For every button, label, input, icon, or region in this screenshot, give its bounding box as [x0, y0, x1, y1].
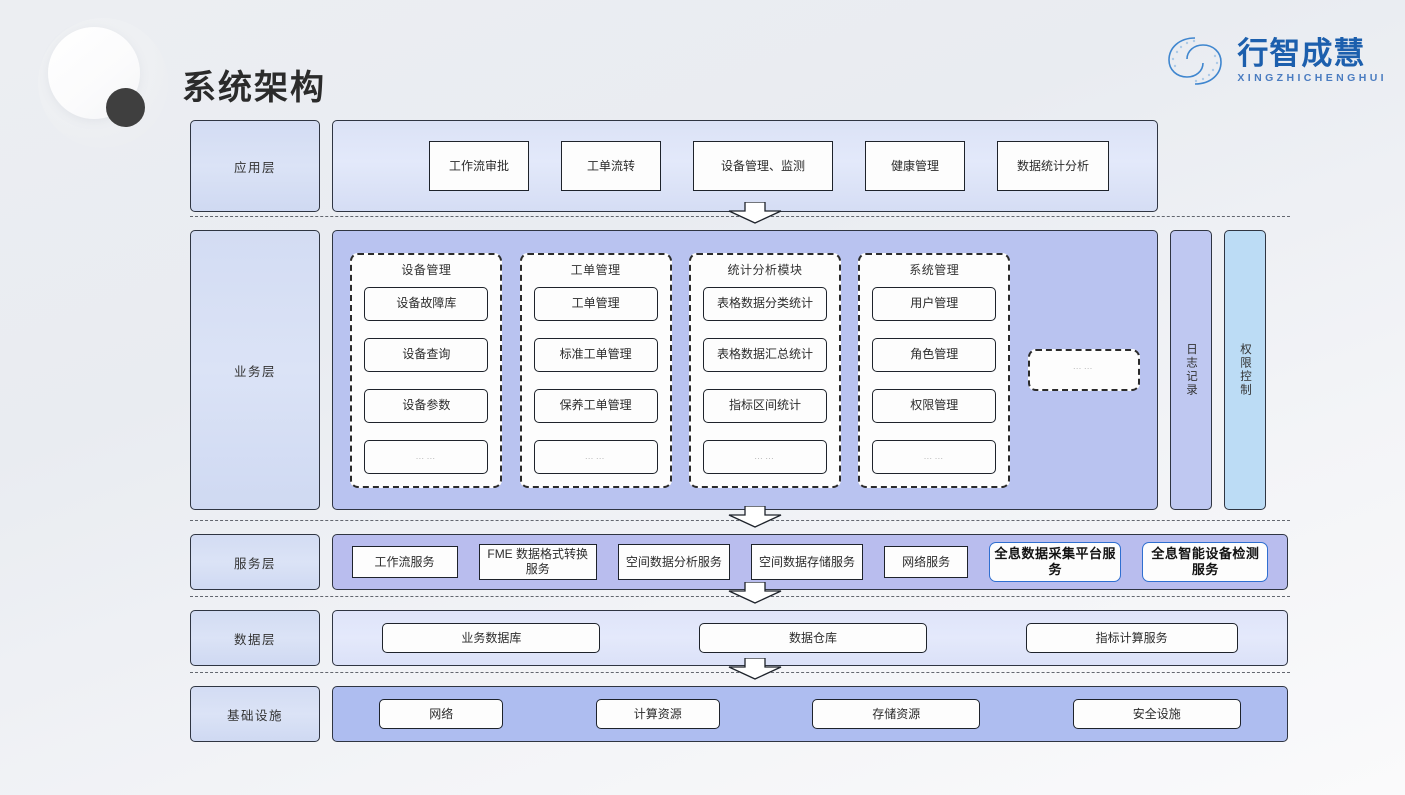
- app-node-device-management[interactable]: 设备管理、监测: [693, 141, 833, 191]
- layer-label-infrastructure: 基础设施: [190, 686, 320, 742]
- layer-label-service: 服务层: [190, 534, 320, 590]
- brand-name-en: XINGZHICHENGHUI: [1237, 72, 1387, 85]
- layer-infrastructure: 基础设施 网络 计算资源 存储资源 安全设施: [190, 686, 1290, 742]
- data-node-business-database[interactable]: 业务数据库: [382, 623, 601, 653]
- page-title: 系统架构: [182, 69, 326, 107]
- architecture-diagram: 应用层 工作流审批 工单流转 设备管理、监测 健康管理 数据统计分析 业务层 设…: [190, 120, 1290, 750]
- group-title-system: 系统管理: [909, 262, 960, 277]
- business-group-system: 系统管理 用户管理 角色管理 权限管理 ……: [858, 252, 1011, 488]
- layer-label-application: 应用层: [190, 120, 320, 212]
- business-group-placeholder: ……: [1027, 349, 1140, 391]
- layer-service: 服务层 工作流服务 FME 数据格式转换服务 空间数据分析服务 空间数据存储服务…: [190, 534, 1290, 590]
- layer-body-application: 工作流审批 工单流转 设备管理、监测 健康管理 数据统计分析: [332, 120, 1158, 212]
- app-node-health-management[interactable]: 健康管理: [865, 141, 965, 191]
- biz-node-indicator-range-stat[interactable]: 指标区间统计: [702, 388, 827, 423]
- brand-logo: 行智成慧 XINGZHICHENGHUI: [1163, 30, 1387, 92]
- app-node-workorder-flow[interactable]: 工单流转: [561, 141, 661, 191]
- data-node-indicator-compute[interactable]: 指标计算服务: [1025, 623, 1238, 653]
- infra-node-storage[interactable]: 存储资源: [812, 699, 981, 729]
- svc-node-spatial-storage[interactable]: 空间数据存储服务: [750, 544, 863, 580]
- business-group-device: 设备管理 设备故障库 设备查询 设备参数 ……: [350, 252, 503, 488]
- layer-body-infrastructure: 网络 计算资源 存储资源 安全设施: [332, 686, 1288, 742]
- biz-node-workorder-more[interactable]: ……: [533, 439, 658, 474]
- app-node-workflow-approval[interactable]: 工作流审批: [429, 141, 529, 191]
- infra-node-compute[interactable]: 计算资源: [595, 699, 720, 729]
- group-title-workorder: 工单管理: [570, 262, 621, 277]
- layer-body-business: 设备管理 设备故障库 设备查询 设备参数 …… 工单管理 工单管理 标准工单管理…: [332, 230, 1158, 510]
- svc-node-fme-format-conversion[interactable]: FME 数据格式转换服务: [478, 544, 597, 580]
- biz-node-workorder-mgmt[interactable]: 工单管理: [533, 286, 658, 321]
- biz-node-permission-mgmt[interactable]: 权限管理: [872, 388, 997, 423]
- arrow-service-to-data-icon: [728, 582, 782, 604]
- biz-node-maintenance-workorder[interactable]: 保养工单管理: [533, 388, 658, 423]
- layer-business: 业务层 设备管理 设备故障库 设备查询 设备参数 …… 工单管理 工单管理 标准…: [190, 230, 1290, 510]
- biz-node-user-mgmt[interactable]: 用户管理: [872, 286, 997, 321]
- sidebar-log-record[interactable]: 日志记录: [1170, 230, 1212, 510]
- biz-node-statistics-more[interactable]: ……: [702, 439, 827, 474]
- layer-body-service: 工作流服务 FME 数据格式转换服务 空间数据分析服务 空间数据存储服务 网络服…: [332, 534, 1288, 590]
- biz-node-device-query[interactable]: 设备查询: [364, 337, 489, 372]
- infra-node-security[interactable]: 安全设施: [1072, 699, 1241, 729]
- biz-node-table-summary-stat[interactable]: 表格数据汇总统计: [702, 337, 827, 372]
- group-title-statistics: 统计分析模块: [727, 262, 803, 277]
- biz-node-device-more[interactable]: ……: [364, 439, 489, 474]
- sidebar-permission-control[interactable]: 权限控制: [1224, 230, 1266, 510]
- logo-swirl-icon: [1168, 37, 1223, 85]
- biz-node-standard-workorder[interactable]: 标准工单管理: [533, 337, 658, 372]
- arrow-application-to-business-icon: [728, 202, 782, 224]
- business-group-workorder: 工单管理 工单管理 标准工单管理 保养工单管理 ……: [519, 252, 672, 488]
- svc-node-holographic-device-detection[interactable]: 全息智能设备检测服务: [1142, 542, 1269, 582]
- brand-name-cn: 行智成慧: [1237, 35, 1366, 71]
- business-group-statistics: 统计分析模块 表格数据分类统计 表格数据汇总统计 指标区间统计 ……: [688, 252, 841, 488]
- layer-application: 应用层 工作流审批 工单流转 设备管理、监测 健康管理 数据统计分析: [190, 120, 1290, 212]
- biz-node-table-classify-stat[interactable]: 表格数据分类统计: [702, 286, 827, 321]
- app-node-data-statistics[interactable]: 数据统计分析: [997, 141, 1109, 191]
- layer-label-business: 业务层: [190, 230, 320, 510]
- biz-node-role-mgmt[interactable]: 角色管理: [872, 337, 997, 372]
- svc-node-spatial-analysis[interactable]: 空间数据分析服务: [617, 544, 730, 580]
- biz-node-system-more[interactable]: ……: [872, 439, 997, 474]
- layer-label-data: 数据层: [190, 610, 320, 666]
- arrow-data-to-infrastructure-icon: [728, 658, 782, 680]
- svc-node-holographic-data-platform[interactable]: 全息数据采集平台服务: [989, 542, 1122, 582]
- decorative-dark-circle: [106, 88, 145, 127]
- infra-node-network[interactable]: 网络: [379, 699, 504, 729]
- arrow-business-to-service-icon: [728, 506, 782, 528]
- svc-node-network-service[interactable]: 网络服务: [884, 546, 969, 578]
- biz-node-device-params[interactable]: 设备参数: [364, 388, 489, 423]
- layer-body-data: 业务数据库 数据仓库 指标计算服务: [332, 610, 1288, 666]
- biz-node-device-fault[interactable]: 设备故障库: [364, 286, 489, 321]
- data-node-data-warehouse[interactable]: 数据仓库: [698, 623, 927, 653]
- group-title-device: 设备管理: [401, 262, 452, 277]
- layer-data: 数据层 业务数据库 数据仓库 指标计算服务: [190, 610, 1290, 666]
- svc-node-workflow-service[interactable]: 工作流服务: [351, 546, 458, 578]
- biz-node-placeholder-more[interactable]: ……: [1072, 361, 1095, 372]
